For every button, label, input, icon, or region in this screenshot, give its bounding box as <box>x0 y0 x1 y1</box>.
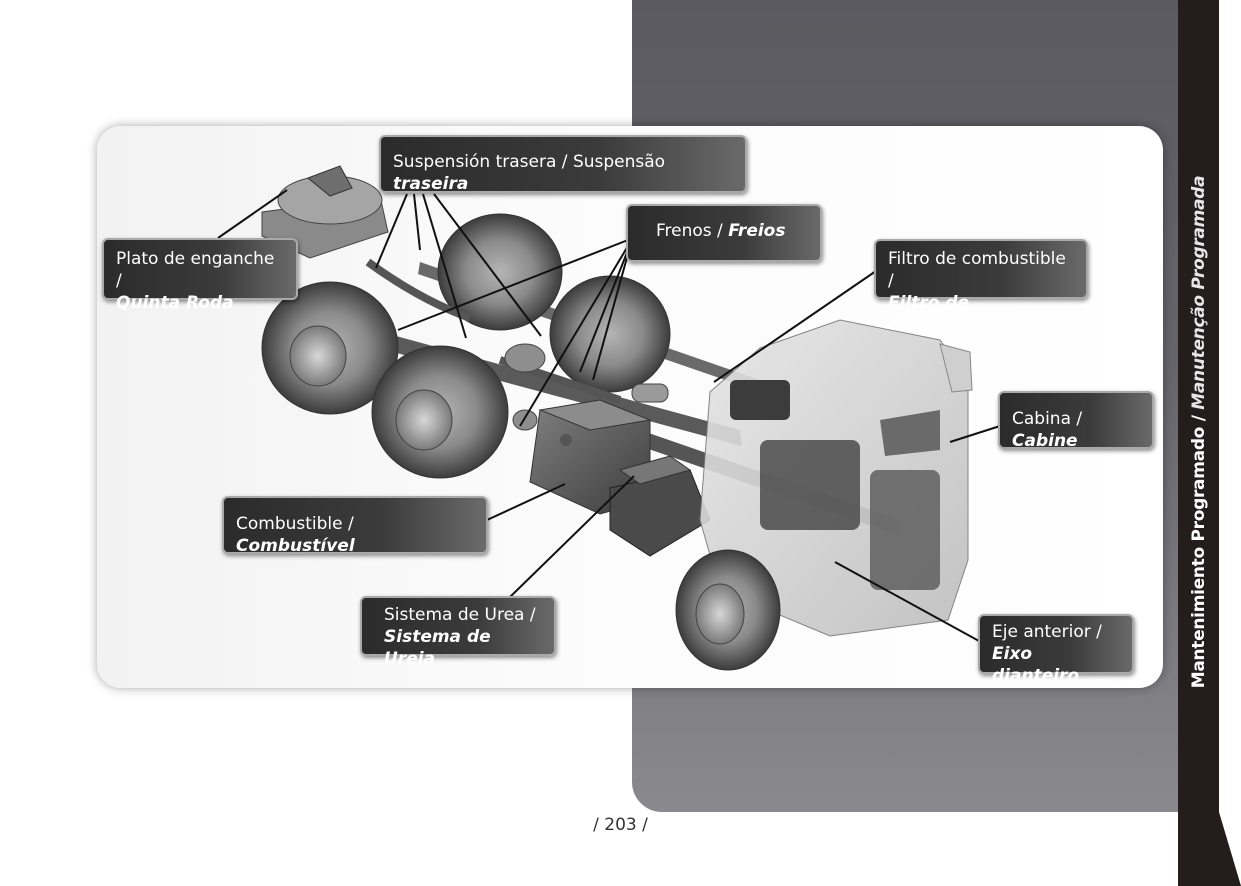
label-cab: Cabina / Cabine <box>998 391 1154 451</box>
front-tire-drawing <box>675 549 781 671</box>
side-tab-notch <box>1219 812 1241 886</box>
label-brakes-pt: Freios <box>728 221 786 241</box>
label-cab-pt: Cabine <box>1012 431 1078 451</box>
label-fifth-wheel-es: Plato de enganche / <box>116 249 275 291</box>
label-fifth-wheel-pt: Quinta Roda <box>116 293 234 313</box>
label-cab-es: Cabina / <box>1012 409 1083 429</box>
label-rear-suspension-es: Suspensión trasera / <box>393 152 573 172</box>
label-fifth-wheel: Plato de enganche / Quinta Roda <box>102 238 298 313</box>
label-fuel-filter-es: Filtro de combustible / <box>888 249 1066 291</box>
label-rear-suspension-pt: traseira <box>393 174 469 194</box>
label-front-axle: Eje anterior / Eixo dianteiro <box>978 614 1134 686</box>
urea-tank-drawing <box>609 455 711 557</box>
label-brakes: Frenos / Freios <box>626 204 822 262</box>
label-fuel-pt: Combustível <box>236 536 355 556</box>
rear-tires-drawing <box>261 213 671 479</box>
cab-drawing <box>699 319 973 637</box>
label-front-axle-pt: Eixo dianteiro <box>992 644 1080 686</box>
label-urea-system-pt: Sistema de Ureia <box>384 627 491 669</box>
label-urea-system-es: Sistema de Urea / <box>384 605 536 625</box>
label-fuel-filter: Filtro de combustible / Filtro de combus… <box>874 239 1088 335</box>
label-fuel: Combustible / Combustível <box>222 496 488 556</box>
page-number: / 203 / <box>593 815 648 835</box>
label-front-axle-es: Eje anterior / <box>992 622 1102 642</box>
label-brakes-es: Frenos / <box>656 221 729 241</box>
label-fuel-filter-pt: Filtro de combustível <box>888 293 1005 335</box>
label-urea-system: Sistema de Urea / Sistema de Ureia <box>360 596 556 669</box>
leader-lines <box>217 189 1001 642</box>
chapter-side-tab <box>1178 0 1219 886</box>
label-rear-suspension-pt-prefix: Suspensão <box>572 152 666 172</box>
label-fuel-es: Combustible / <box>236 514 354 534</box>
label-rear-suspension: Suspensión trasera / Suspensão traseira <box>379 135 747 194</box>
